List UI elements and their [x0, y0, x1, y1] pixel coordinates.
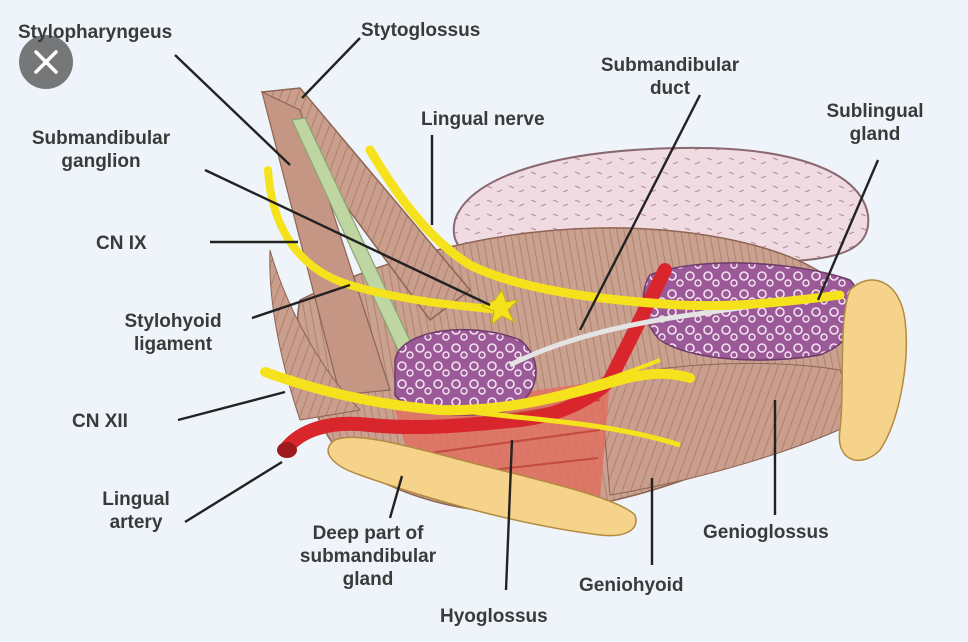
label-deep-part-submandibular-gland: Deep part of submandibular gland	[268, 522, 468, 591]
label-sublingual-gland: Sublingual gland	[800, 100, 950, 146]
genioglossus-muscle	[600, 363, 860, 495]
mandible-symphysis	[839, 280, 906, 460]
label-cn-ix: CN IX	[96, 232, 147, 255]
label-geniohyoid: Geniohyoid	[579, 574, 684, 597]
label-hyoglossus: Hyoglossus	[440, 605, 548, 628]
label-stytoglossus: Stytoglossus	[361, 19, 480, 42]
label-stylopharyngeus: Stylopharyngeus	[18, 21, 172, 44]
label-lingual-artery: Lingual artery	[92, 488, 180, 534]
label-submandibular-duct: Submandibular duct	[596, 54, 744, 100]
label-genioglossus: Genioglossus	[703, 521, 829, 544]
label-submandibular-ganglion: Submandibular ganglion	[2, 127, 200, 173]
label-lingual-nerve: Lingual nerve	[421, 108, 545, 131]
label-cn-xii: CN XII	[72, 410, 128, 433]
label-stylohyoid-ligament: Stylohyoid ligament	[92, 310, 254, 356]
